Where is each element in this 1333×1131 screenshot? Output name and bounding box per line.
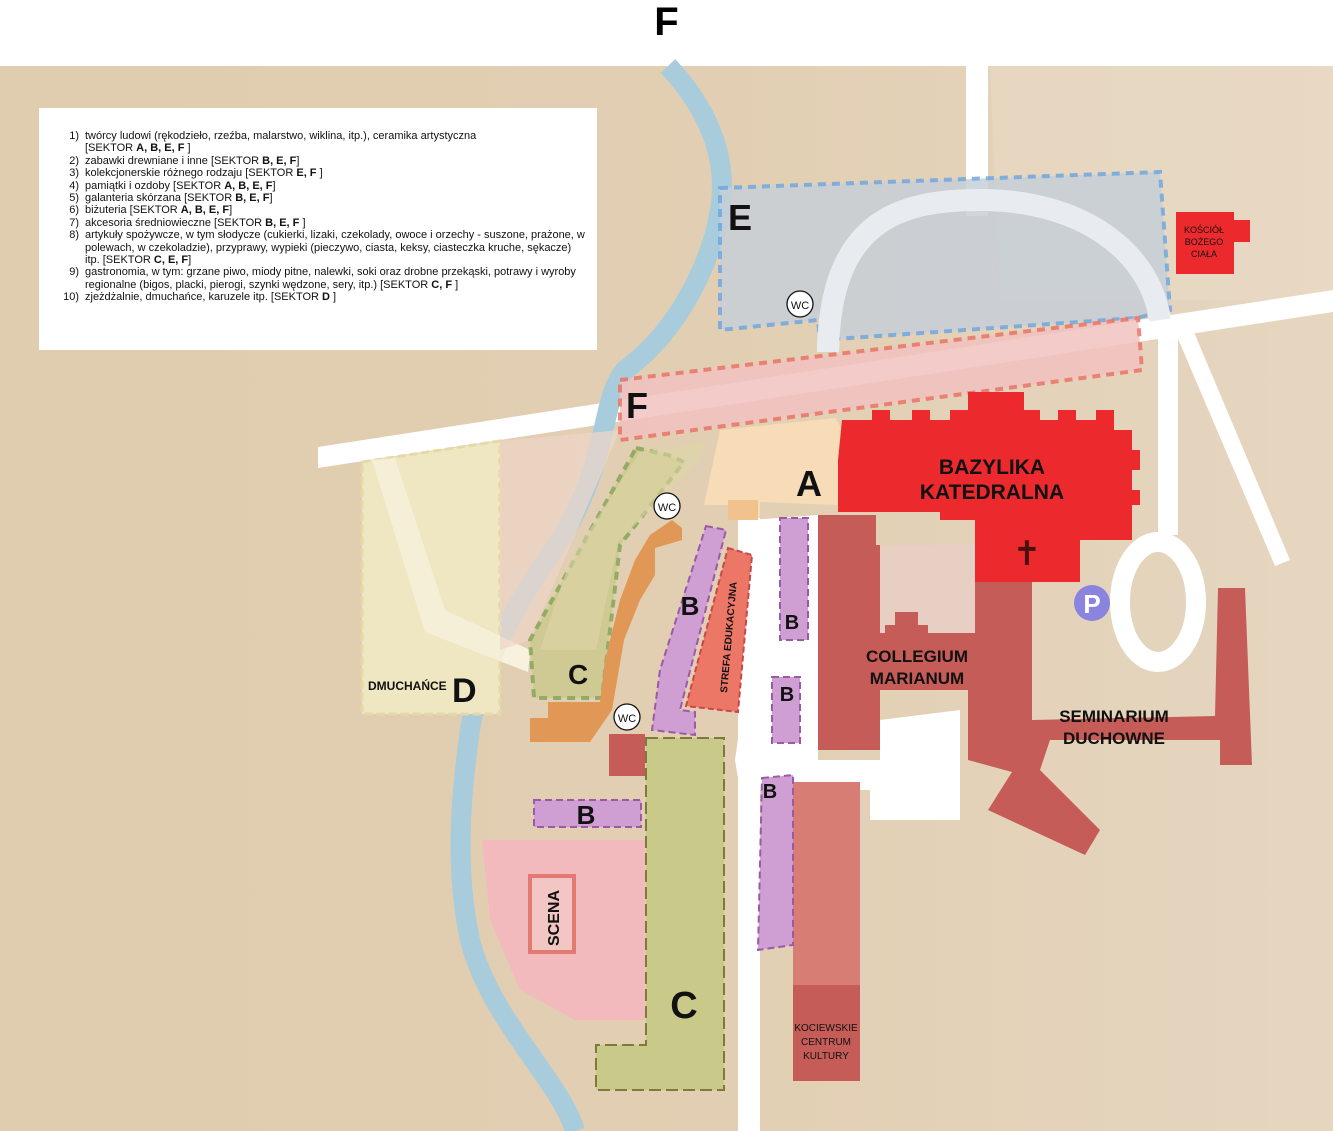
sector-b-label-2: B [785, 612, 799, 634]
kck-building-upper [793, 782, 860, 990]
legend-box: 1)twórcy ludowi (rękodzieło, rzeźba, mal… [39, 108, 597, 350]
parking-icon [1074, 585, 1110, 621]
page-title: F [654, 0, 679, 44]
kck-label-1: KOCIEWSKIE [794, 1023, 858, 1034]
sector-b-label-5: B [577, 800, 596, 830]
small-building [609, 734, 645, 776]
sector-b-stall-2 [779, 517, 809, 641]
sector-b-stall-4 [756, 773, 794, 952]
legend-item: 2)zabawki drewniane i inne [SEKTOR B, E,… [69, 154, 300, 167]
sector-c-upper-label: C [568, 659, 588, 690]
legend-item: 8)artykuły spożywcze, w tym słodycze (cu… [69, 229, 585, 267]
road-arc-over-e [817, 188, 1171, 353]
kck-building-lower [793, 985, 860, 1081]
sector-d-path [372, 458, 530, 672]
sector-c-lower-area [595, 737, 725, 1091]
scena-stage [528, 874, 576, 954]
sector-b-stall-3 [771, 676, 801, 744]
wc-icon-c: WC [653, 492, 681, 520]
legend-item: 5)galanteria skórzana [SEKTOR B, E, F] [69, 192, 273, 205]
legend-item: 3)kolekcjonerskie różnego rodzaju [SEKTO… [69, 167, 323, 180]
orange-stall-area [530, 520, 682, 742]
wc-label-south: WC [618, 713, 636, 725]
collegium-courtyard [880, 545, 975, 633]
bazylika-label-1: BAZYLIKA [939, 456, 1045, 479]
legend-item: 4)pamiątki i ozdoby [SEKTOR A, B, E, F] [69, 179, 276, 192]
legend-item: 9)gastronomia, w tym: grzane piwo, miody… [69, 266, 576, 291]
sector-f-label: F [626, 385, 648, 426]
wc-label-e: WC [791, 300, 809, 312]
sector-b-stall-1 [650, 524, 728, 737]
sector-a-block [728, 500, 758, 520]
sector-f-area [618, 315, 1145, 443]
collegium-tower [885, 612, 928, 690]
road-diagonal-right [1170, 318, 1290, 566]
sector-c-lower-label: C [670, 985, 697, 1027]
kosciol-label-2: BOŻEGO [1185, 237, 1224, 247]
faded-area-d [500, 430, 620, 650]
sector-b-label-1: B [681, 591, 700, 621]
scena-label: SCENA [546, 890, 563, 946]
collegium-label-1: COLLEGIUM [866, 647, 968, 666]
wc-icon-e: WC [786, 290, 814, 318]
sector-b-stall-5 [533, 799, 642, 828]
dmuchance-label: DMUCHAŃCE [368, 678, 447, 693]
sector-d-label: D [452, 672, 477, 710]
legend-item: 6)biżuteria [SEKTOR A, B, E, F] [69, 204, 233, 217]
kck-label-2: CENTRUM [801, 1037, 851, 1048]
legend-item: 10)zjeżdżalnie, dmuchańce, karuzele itp.… [63, 291, 337, 304]
seminarium-label-1: SEMINARIUM [1059, 707, 1169, 726]
sector-a-label: A [796, 463, 822, 504]
seminarium-label-2: DUCHOWNE [1063, 729, 1165, 748]
sector-e-label: E [728, 197, 752, 238]
bazylika-building [838, 392, 1140, 582]
kck-label-3: KULTURY [803, 1051, 849, 1062]
wc-label-c: WC [658, 502, 676, 514]
sector-b-stalls [533, 517, 809, 952]
kosciol-label-1: KOŚCIÓŁ [1184, 224, 1224, 235]
kosciol-building [1176, 212, 1250, 274]
wc-icon-south: WC [613, 703, 641, 731]
roundabout [1110, 532, 1206, 672]
bazylika-label-2: KATEDRALNA [920, 481, 1064, 504]
cross-icon: ✝ [1013, 534, 1042, 574]
collegium-label-2: MARIANUM [870, 669, 964, 688]
kosciol-label-3: CIAŁA [1191, 249, 1217, 259]
strefa-edukacyjna-area [684, 546, 754, 714]
road-right-vertical [1158, 315, 1178, 535]
legend-item: 7)akcesoria średniowieczne [SEKTOR B, E,… [69, 216, 306, 229]
sector-a-area [704, 418, 848, 518]
parking-label: P [1083, 589, 1100, 619]
legend-item: 1)twórcy ludowi (rękodzieło, rzeźba, mal… [69, 130, 477, 155]
sector-b-label-3: B [780, 684, 794, 706]
sector-b-label-4: B [763, 781, 777, 803]
legend-list: 1)twórcy ludowi (rękodzieło, rzeźba, mal… [57, 130, 587, 304]
